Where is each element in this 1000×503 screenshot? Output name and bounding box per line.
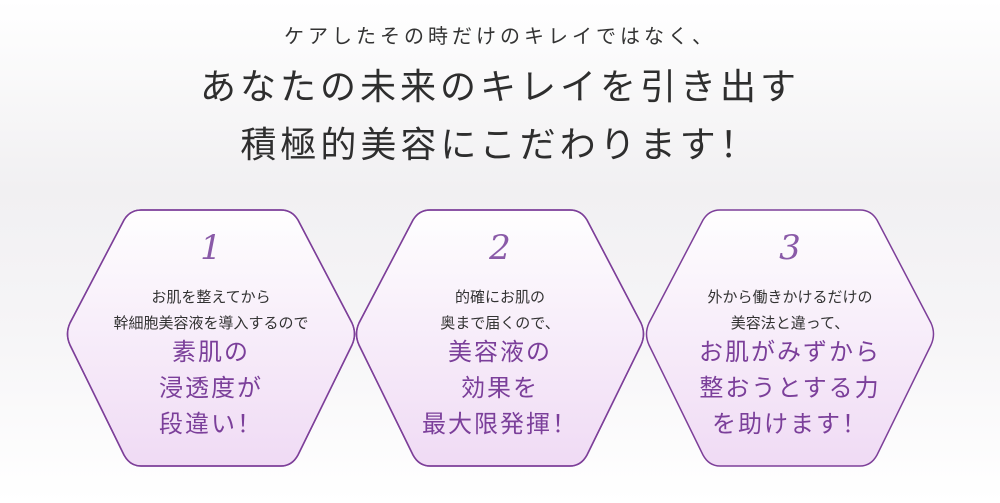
card-highlight-line: を助けます！ <box>712 410 868 438</box>
header-title-line-1: あなたの未来のキレイを引き出す <box>199 67 800 108</box>
card-lead-text: 的確にお肌の 奥まで届くので、 <box>355 284 645 336</box>
card-highlight-line: お肌がみずから <box>699 338 881 366</box>
card-number: 3 <box>779 228 801 268</box>
feature-card-3: 3 外から働きかけるだけの 美容法と違って、 お肌がみずから 整おうとする力 を… <box>645 210 935 472</box>
card-highlight-line: 浸透度が <box>159 374 263 402</box>
card-lead-line: 幹細胞美容液を導入するので <box>113 314 309 332</box>
card-lead-line: 美容法と違って、 <box>730 314 850 332</box>
card-lead-text: 外から働きかけるだけの 美容法と違って、 <box>645 284 935 336</box>
card-highlight-line: 美容液の <box>448 338 552 366</box>
card-number: 1 <box>200 228 222 268</box>
card-highlight-line: 整おうとする力 <box>699 374 881 402</box>
feature-card-2: 2 的確にお肌の 奥まで届くので、 美容液の 効果を 最大限発揮！ <box>355 210 645 472</box>
card-lead-line: 的確にお肌の <box>454 288 545 306</box>
feature-card-1: 1 お肌を整えてから 幹細胞美容液を導入するので 素肌の 浸透度が 段違い！ <box>66 210 356 472</box>
card-lead-line: お肌を整えてから <box>151 288 271 306</box>
card-highlight-line: 効果を <box>461 374 539 402</box>
card-highlight-line: 素肌の <box>172 338 250 366</box>
card-highlight-text: 素肌の 浸透度が 段違い！ <box>66 334 356 442</box>
card-lead-text: お肌を整えてから 幹細胞美容液を導入するので <box>66 284 356 336</box>
card-lead-line: 外から働きかけるだけの <box>707 288 873 306</box>
card-highlight-text: 美容液の 効果を 最大限発揮！ <box>355 334 645 442</box>
card-lead-line: 奥まで届くので、 <box>440 314 560 332</box>
card-highlight-line: 最大限発揮！ <box>422 410 578 438</box>
hexagon-3 <box>645 209 935 467</box>
card-highlight-line: 段違い！ <box>159 410 263 438</box>
card-number: 2 <box>489 228 511 268</box>
header-title-line-2: 積極的美容にこだわります！ <box>240 125 760 166</box>
card-highlight-text: お肌がみずから 整おうとする力 を助けます！ <box>645 334 935 442</box>
header-subtitle: ケアしたその時だけのキレイではなく、 <box>284 24 716 48</box>
